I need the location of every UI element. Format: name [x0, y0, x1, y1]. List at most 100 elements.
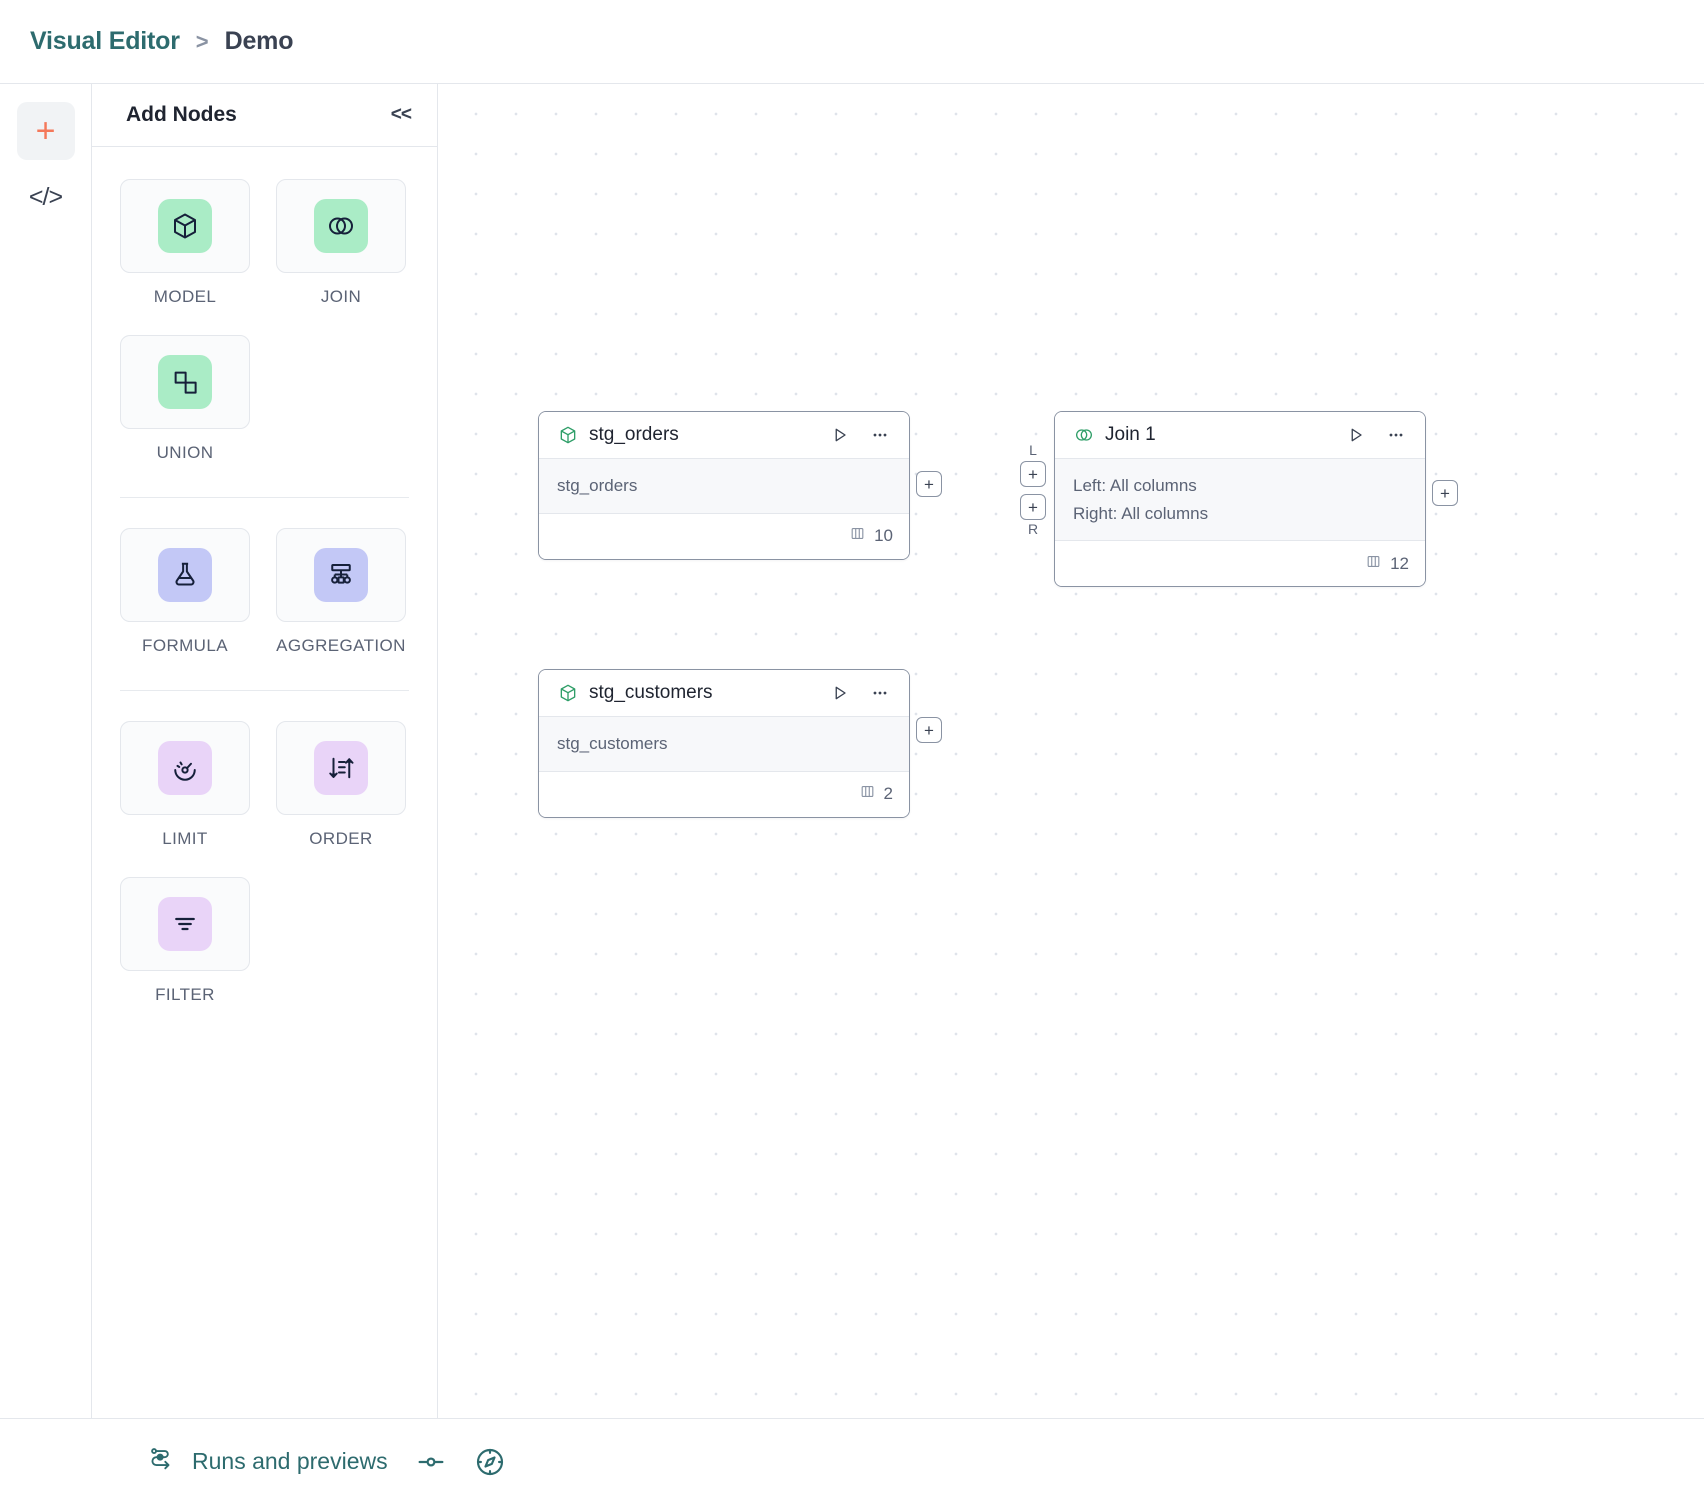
output-handle-join-1[interactable]: + [1432, 480, 1458, 506]
union-squares-icon [158, 355, 212, 409]
palette-label-formula: FORMULA [142, 636, 228, 655]
gauge-icon [158, 741, 212, 795]
output-handle-stg-customers[interactable]: + [916, 717, 942, 743]
palette-item-aggregation[interactable]: AGGREGATION [276, 528, 406, 656]
column-count: 2 [883, 784, 893, 804]
palette-label-union: UNION [156, 443, 214, 462]
palette-group-modifiers: LIMIT ORDER [120, 721, 409, 1005]
run-node-button[interactable] [825, 420, 855, 450]
palette-item-filter[interactable]: FILTER [120, 877, 250, 1005]
plus-icon: + [1440, 483, 1450, 503]
node-menu-button[interactable] [1381, 420, 1411, 450]
add-nodes-panel: Add Nodes << [92, 84, 438, 1418]
node-footer: 2 [539, 771, 909, 817]
collapse-panel-button[interactable]: << [390, 104, 412, 125]
node-body-line: stg_orders [557, 476, 638, 495]
palette-group-transforms: FORMULA AGGREGATIO [120, 528, 409, 656]
venn-circles-icon [1073, 424, 1095, 446]
code-view-rail-button[interactable]: </> [17, 168, 75, 226]
plus-icon: + [1028, 497, 1038, 517]
compass-icon[interactable] [474, 1446, 506, 1478]
node-footer: 10 [539, 513, 909, 559]
add-node-rail-button[interactable]: + [16, 102, 75, 160]
columns-icon [859, 783, 876, 805]
plus-icon: + [924, 474, 934, 494]
column-count: 10 [874, 526, 893, 546]
node-title: stg_customers [589, 682, 713, 703]
node-header: stg_orders [539, 412, 909, 458]
edge-layer [438, 84, 738, 234]
hierarchy-icon [314, 548, 368, 602]
palette-label-limit: LIMIT [162, 829, 208, 848]
palette-item-union[interactable]: UNION [120, 335, 250, 463]
join-left-handle-label: L [1029, 442, 1037, 458]
palette-item-limit[interactable]: LIMIT [120, 721, 250, 849]
flow-canvas[interactable]: stg_orders stg_orders [438, 84, 1704, 1418]
node-title: stg_orders [589, 424, 679, 445]
node-title: Join 1 [1105, 424, 1156, 445]
columns-icon [849, 525, 866, 547]
node-body: stg_customers [539, 716, 909, 772]
palette-label-model: MODEL [153, 287, 217, 306]
add-nodes-panel-header: Add Nodes << [92, 84, 437, 147]
palette-tile-aggregation[interactable] [276, 528, 406, 622]
breadcrumb-demo[interactable]: Demo [224, 27, 294, 55]
palette-tile-limit[interactable] [120, 721, 250, 815]
palette-tile-order[interactable] [276, 721, 406, 815]
palette-item-model[interactable]: MODEL [120, 179, 250, 307]
palette-tile-join[interactable] [276, 179, 406, 273]
join-input-handle-left[interactable]: + [1020, 461, 1046, 487]
node-body-line-right: Right: All columns [1073, 503, 1209, 523]
palette-label-aggregation: AGGREGATION [276, 636, 406, 655]
app-header: Visual Editor > Demo [0, 0, 1704, 84]
palette-tile-filter[interactable] [120, 877, 250, 971]
node-join-1[interactable]: Join 1 Left: All columns Right: All colu… [1054, 411, 1426, 588]
filter-lines-icon [158, 897, 212, 951]
breadcrumb-visual-editor[interactable]: Visual Editor [30, 27, 180, 55]
node-header: Join 1 [1055, 412, 1425, 458]
palette-tile-model[interactable] [120, 179, 250, 273]
palette-item-join[interactable]: JOIN [276, 179, 406, 307]
run-node-button[interactable] [825, 678, 855, 708]
plus-icon: + [35, 112, 56, 150]
palette-divider-2 [120, 690, 409, 691]
sort-arrows-icon [314, 741, 368, 795]
palette-tile-union[interactable] [120, 335, 250, 429]
palette-tile-formula[interactable] [120, 528, 250, 622]
columns-icon [1365, 553, 1382, 575]
plus-icon: + [924, 720, 934, 740]
column-count: 12 [1390, 553, 1409, 573]
runs-and-previews-button[interactable]: Runs and previews [148, 1445, 388, 1479]
palette-divider-1 [120, 497, 409, 498]
node-stg-orders[interactable]: stg_orders stg_orders [538, 411, 910, 560]
cube-icon [557, 682, 579, 704]
node-body: stg_orders [539, 458, 909, 514]
node-menu-button[interactable] [865, 420, 895, 450]
venn-circles-icon [314, 199, 368, 253]
node-body: Left: All columns Right: All columns [1055, 458, 1425, 542]
plus-icon: + [1028, 464, 1038, 484]
cube-icon [158, 199, 212, 253]
bottom-bar: Runs and previews [0, 1418, 1704, 1504]
join-input-handle-right[interactable]: + [1020, 494, 1046, 520]
node-stg-customers[interactable]: stg_customers stg_customers [538, 669, 910, 818]
slider-toggle-icon[interactable] [414, 1445, 448, 1479]
icon-rail: + </> [0, 84, 92, 1418]
node-menu-button[interactable] [865, 678, 895, 708]
panel-title: Add Nodes [126, 103, 237, 126]
palette-item-order[interactable]: ORDER [276, 721, 406, 849]
cube-icon [557, 424, 579, 446]
palette-item-formula[interactable]: FORMULA [120, 528, 250, 656]
node-palette: MODEL JOIN [92, 147, 437, 1418]
run-node-button[interactable] [1341, 420, 1371, 450]
flask-icon [158, 548, 212, 602]
node-header: stg_customers [539, 670, 909, 716]
palette-label-filter: FILTER [155, 985, 215, 1004]
palette-label-order: ORDER [309, 829, 373, 848]
palette-group-sources: MODEL JOIN [120, 179, 409, 463]
node-body-line-left: Left: All columns [1073, 476, 1197, 495]
join-right-handle-label: R [1027, 521, 1039, 537]
output-handle-stg-orders[interactable]: + [916, 471, 942, 497]
runs-and-previews-label: Runs and previews [192, 1448, 388, 1474]
